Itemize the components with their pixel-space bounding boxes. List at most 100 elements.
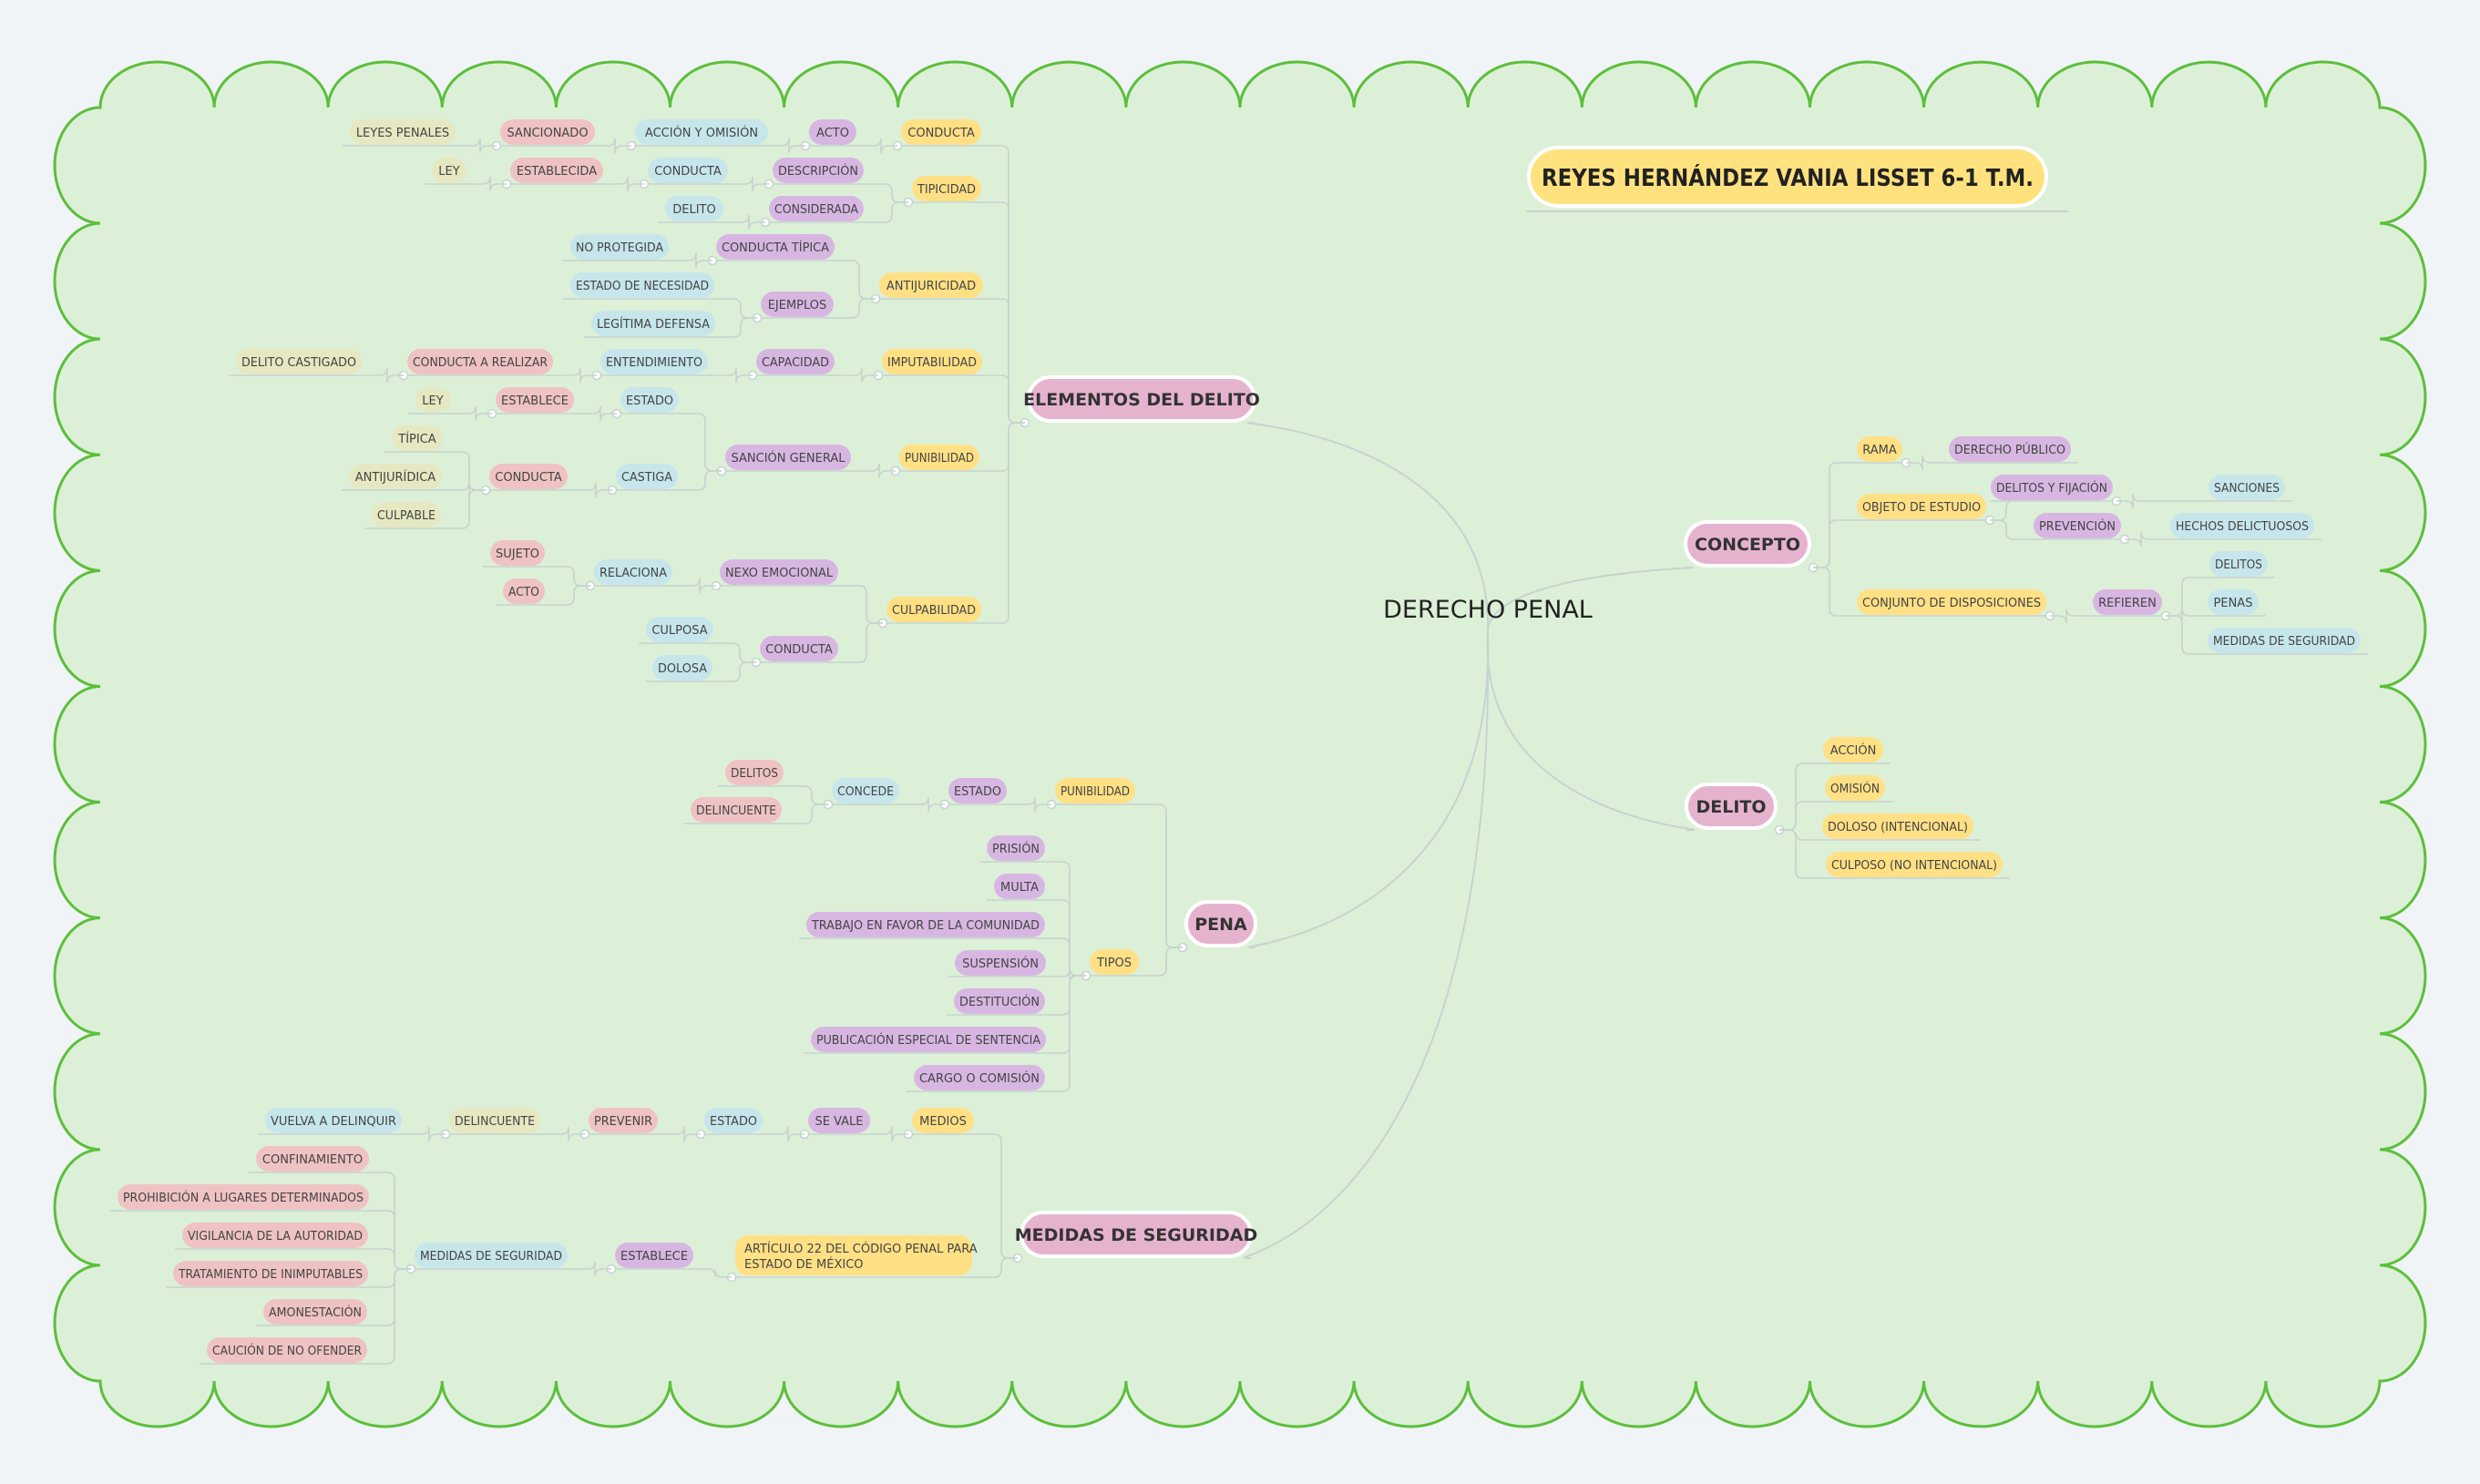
node-sujeto[interactable]: SUJETO xyxy=(490,540,545,566)
node-delitos-fijacion[interactable]: DELITOS Y FIJACIÓN xyxy=(1991,475,2113,500)
node-tipos[interactable]: TIPOS xyxy=(1090,949,1139,975)
node-establece2[interactable]: ESTABLECE xyxy=(615,1243,693,1268)
node-trabajo[interactable]: TRABAJO EN FAVOR DE LA COMUNIDAD xyxy=(806,912,1045,937)
node-conducta2[interactable]: CONDUCTA xyxy=(648,158,728,183)
node-culposa[interactable]: CULPOSA xyxy=(646,617,713,642)
node-culposo[interactable]: CULPOSO (NO INTENCIONAL) xyxy=(1826,852,2003,877)
node-pena[interactable]: PENA xyxy=(1184,900,1257,947)
node-acto1[interactable]: ACTO xyxy=(809,119,856,145)
node-amonestacion[interactable]: AMONESTACIÓN xyxy=(263,1299,367,1325)
node-culpabilidad[interactable]: CULPABILIDAD xyxy=(886,597,981,622)
node-delito1[interactable]: DELITO xyxy=(665,196,723,221)
node-sancion-general[interactable]: SANCIÓN GENERAL xyxy=(725,445,851,470)
node-label: SUJETO xyxy=(496,548,539,561)
node-tipica[interactable]: TÍPICA xyxy=(392,425,443,451)
node-relaciona[interactable]: RELACIONA xyxy=(594,559,672,585)
node-refieren[interactable]: REFIEREN xyxy=(2093,589,2162,615)
node-nexo-emocional[interactable]: NEXO EMOCIONAL xyxy=(720,559,838,585)
node-estado1[interactable]: ESTADO xyxy=(620,387,679,413)
node-objeto-estudio[interactable]: OBJETO DE ESTUDIO xyxy=(1857,494,1986,519)
node-medidas-seg2[interactable]: MEDIDAS DE SEGURIDAD xyxy=(415,1243,568,1268)
node-establece1[interactable]: ESTABLECE xyxy=(496,387,574,413)
node-caucion[interactable]: CAUCIÓN DE NO OFENDER xyxy=(207,1337,367,1363)
node-conducta4[interactable]: CONDUCTA xyxy=(760,636,838,661)
node-tipicidad[interactable]: TIPICIDAD xyxy=(912,176,981,201)
node-confinamiento[interactable]: CONFINAMIENTO xyxy=(256,1146,369,1172)
node-no-protegida[interactable]: NO PROTEGIDA xyxy=(570,234,669,260)
node-label: TRATAMIENTO DE INIMPUTABLES xyxy=(178,1268,363,1282)
node-omision[interactable]: OMISIÓN xyxy=(1825,775,1885,801)
node-conducta3[interactable]: CONDUCTA xyxy=(489,464,568,489)
node-accion-omision[interactable]: ACCIÓN Y OMISIÓN xyxy=(635,119,768,145)
node-ms[interactable]: MEDIDAS DE SEGURIDAD xyxy=(1015,1211,1258,1258)
node-concepto[interactable]: CONCEPTO xyxy=(1684,520,1811,568)
node-estado-necesidad[interactable]: ESTADO DE NECESIDAD xyxy=(570,272,714,298)
node-label: PRISIÓN xyxy=(992,842,1040,856)
node-sanciones[interactable]: SANCIONES xyxy=(2208,475,2285,500)
node-castiga[interactable]: CASTIGA xyxy=(616,464,678,489)
node-establecida[interactable]: ESTABLECIDA xyxy=(510,158,603,183)
node-accion[interactable]: ACCIÓN xyxy=(1823,737,1883,762)
node-estado2[interactable]: ESTADO xyxy=(948,778,1007,803)
node-doloso[interactable]: DOLOSO (INTENCIONAL) xyxy=(1822,814,1973,839)
node-delincuente2[interactable]: DELINCUENTE xyxy=(449,1108,540,1133)
node-vuelva[interactable]: VUELVA A DELINQUIR xyxy=(265,1108,402,1133)
node-ley2[interactable]: LEY xyxy=(415,387,450,413)
node-delito-castigado[interactable]: DELITO CASTIGADO xyxy=(236,349,362,374)
node-sancionado[interactable]: SANCIONADO xyxy=(500,119,595,145)
node-entendimiento[interactable]: ENTENDIMIENTO xyxy=(600,349,708,374)
node-se-vale[interactable]: SE VALE xyxy=(808,1108,870,1133)
node-conducta-realizar[interactable]: CONDUCTA A REALIZAR xyxy=(407,349,553,374)
node-tratamiento[interactable]: TRATAMIENTO DE INIMPUTABLES xyxy=(173,1261,368,1286)
node-capacidad[interactable]: CAPACIDAD xyxy=(756,349,835,374)
node-medios[interactable]: MEDIOS xyxy=(912,1108,974,1133)
node-rama[interactable]: RAMA xyxy=(1857,436,1902,462)
node-cargo[interactable]: CARGO O COMISIÓN xyxy=(914,1065,1045,1090)
node-label: CONDUCTA xyxy=(654,165,722,179)
node-medidas3[interactable]: MEDIDAS DE SEGURIDAD xyxy=(2208,628,2361,653)
node-delitos1[interactable]: DELITOS xyxy=(725,760,784,785)
node-imputabilidad[interactable]: IMPUTABILIDAD xyxy=(882,349,982,374)
node-ed[interactable]: ELEMENTOS DEL DELITO xyxy=(1023,375,1260,423)
node-label: CONDUCTA A REALIZAR xyxy=(413,356,548,370)
node-punibilidad2[interactable]: PUNIBILIDAD xyxy=(1055,778,1135,803)
node-leyes-penales[interactable]: LEYES PENALES xyxy=(350,119,456,145)
node-legitima-defensa[interactable]: LEGÍTIMA DEFENSA xyxy=(591,311,715,336)
node-label: DELITOS Y FIJACIÓN xyxy=(1996,481,2107,496)
node-prision[interactable]: PRISIÓN xyxy=(987,835,1045,861)
node-antijuricidad[interactable]: ANTIJURICIDAD xyxy=(879,272,983,298)
node-conducta-tipica[interactable]: CONDUCTA TÍPICA xyxy=(716,234,835,260)
node-delito-main[interactable]: DELITO xyxy=(1685,783,1778,830)
node-vigilancia[interactable]: VIGILANCIA DE LA AUTORIDAD xyxy=(182,1223,368,1248)
node-hechos[interactable]: HECHOS DELICTUOSOS xyxy=(2170,513,2314,538)
node-conjunto[interactable]: CONJUNTO DE DISPOSICIONES xyxy=(1857,589,2046,615)
node-penas[interactable]: PENAS xyxy=(2208,589,2259,615)
node-estado3[interactable]: ESTADO xyxy=(704,1108,763,1133)
node-label: NEXO EMOCIONAL xyxy=(725,567,834,580)
central-topic[interactable]: DERECHO PENAL xyxy=(1383,596,1593,624)
node-publicacion[interactable]: PUBLICACIÓN ESPECIAL DE SENTENCIA xyxy=(811,1027,1046,1052)
node-prevenir[interactable]: PREVENIR xyxy=(589,1108,658,1133)
node-concede[interactable]: CONCEDE xyxy=(832,778,899,803)
node-descripcion[interactable]: DESCRIPCIÓN xyxy=(773,158,864,183)
node-delincuente1[interactable]: DELINCUENTE xyxy=(691,797,782,823)
node-derecho-publico[interactable]: DERECHO PÚBLICO xyxy=(1949,436,2071,462)
title-box[interactable]: REYES HERNÁNDEZ VANIA LISSET 6-1 T.M. xyxy=(1526,146,2068,212)
node-prevencion[interactable]: PREVENCIÓN xyxy=(2034,513,2121,538)
node-culpable[interactable]: CULPABLE xyxy=(372,502,441,527)
node-delitos2[interactable]: DELITOS xyxy=(2209,551,2268,577)
node-ley1[interactable]: LEY xyxy=(432,158,466,183)
node-dolosa[interactable]: DOLOSA xyxy=(652,655,712,681)
node-label: CONDUCTA xyxy=(765,643,833,657)
node-suspension[interactable]: SUSPENSIÓN xyxy=(955,950,1046,976)
node-ejemplos[interactable]: EJEMPLOS xyxy=(761,292,834,317)
node-considerada[interactable]: CONSIDERADA xyxy=(769,196,864,221)
node-antijuridica[interactable]: ANTIJURÍDICA xyxy=(349,464,442,489)
node-punibilidad1[interactable]: PUNIBILIDAD xyxy=(899,445,979,470)
node-acto2[interactable]: ACTO xyxy=(503,578,545,604)
node-prohibicion[interactable]: PROHIBICIÓN A LUGARES DETERMINADOS xyxy=(118,1184,369,1210)
node-articulo[interactable]: ARTÍCULO 22 DEL CÓDIGO PENAL PARAESTADO … xyxy=(735,1235,978,1275)
node-conducta[interactable]: CONDUCTA xyxy=(901,119,981,145)
node-multa[interactable]: MULTA xyxy=(994,874,1045,899)
node-destitucion[interactable]: DESTITUCIÓN xyxy=(954,988,1045,1014)
